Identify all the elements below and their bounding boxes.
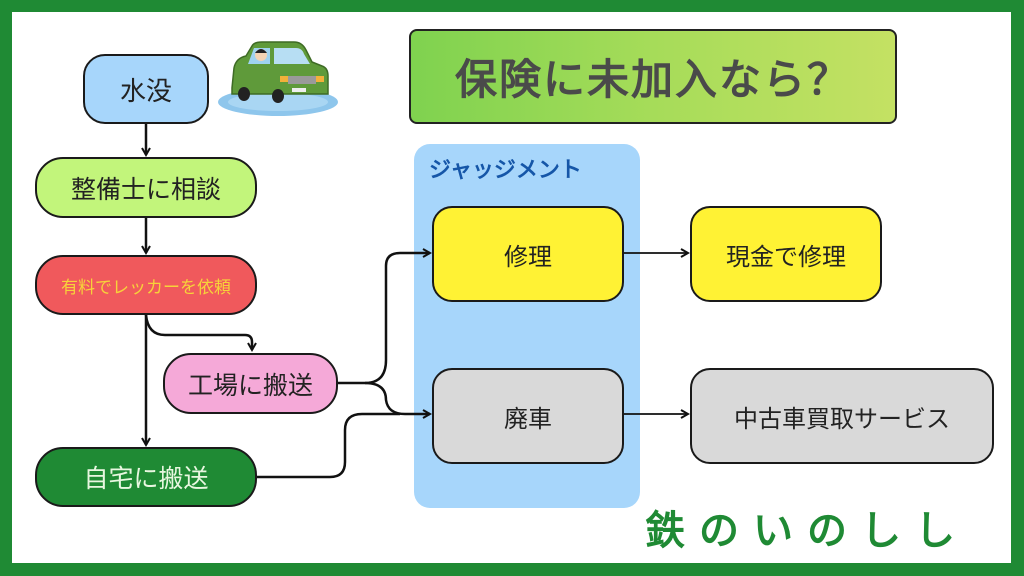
arrow-factory-to-scrap: [364, 381, 430, 414]
node-flooded-label: 水没: [119, 76, 172, 107]
node-home: 自宅に搬送: [35, 447, 257, 507]
node-tow: 有料でレッカーを依頼: [35, 255, 257, 315]
node-consult: 整備士に相談: [35, 157, 257, 218]
node-scrap-label: 廃車: [504, 404, 552, 433]
node-repair: 修理: [432, 206, 624, 302]
brand-logo-text: 鉄のいのしし: [645, 508, 969, 554]
judgement-label: ジャッジメント: [429, 158, 582, 183]
node-home-label: 自宅に搬送: [83, 464, 209, 493]
arrow-tow-to-factory: [144, 314, 252, 350]
node-used-car-buyout-label: 中古車買取サービス: [734, 404, 950, 433]
flooded-car-icon: [218, 41, 338, 116]
title-banner: 保険に未加入なら？: [409, 29, 897, 124]
node-flooded: 水没: [83, 54, 209, 124]
arrow-factory-to-repair: [338, 253, 430, 385]
node-cash-repair: 現金で修理: [690, 206, 882, 302]
node-tow-label: 有料でレッカーを依頼: [61, 277, 231, 298]
node-used-car-buyout: 中古車買取サービス: [690, 368, 994, 464]
node-factory-label: 工場に搬送: [187, 370, 313, 400]
node-scrap: 廃車: [432, 368, 624, 464]
node-repair-label: 修理: [504, 242, 552, 271]
arrow-home-to-scrap: [257, 412, 400, 479]
node-consult-label: 整備士に相談: [70, 174, 221, 204]
node-factory: 工場に搬送: [163, 353, 338, 414]
node-cash-repair-label: 現金で修理: [726, 242, 846, 271]
title-text: 保険に未加入なら？: [454, 55, 851, 104]
